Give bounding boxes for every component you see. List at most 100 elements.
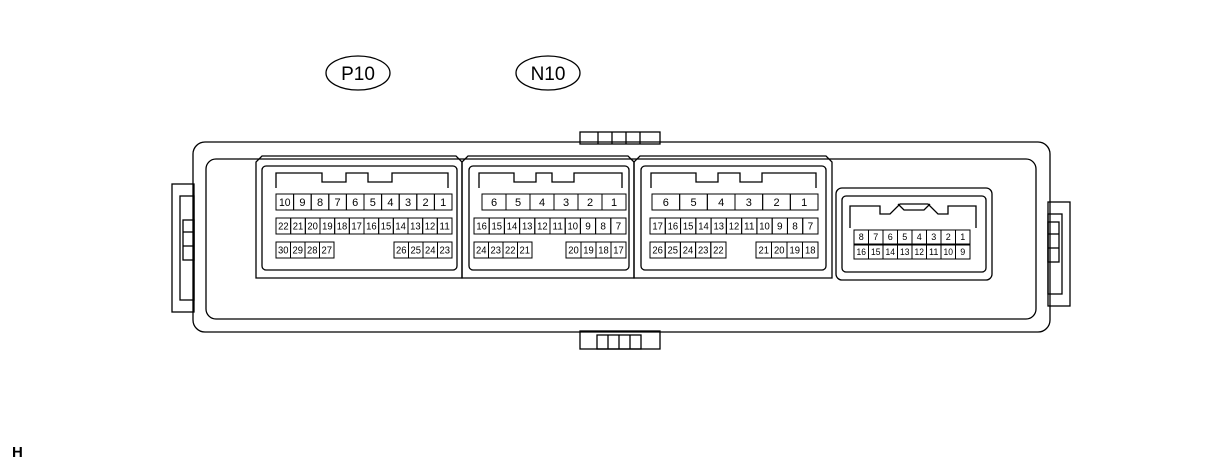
- pin-n10a-2: 2: [577, 193, 603, 211]
- pin-number: 14: [698, 222, 709, 233]
- pin-number: 4: [917, 232, 922, 242]
- pin-number: 19: [322, 222, 333, 233]
- ecu-housing-outer: [192, 141, 1051, 333]
- pin-small-5: 5: [897, 229, 913, 245]
- pin-number: 13: [900, 247, 909, 257]
- pin-n10a-17: 17: [610, 241, 627, 259]
- pin-p10-25: 25: [408, 241, 424, 259]
- pin-number: 7: [873, 232, 878, 242]
- pin-n10a-8: 8: [595, 217, 612, 235]
- pin-number: 19: [790, 246, 801, 257]
- pin-number: 4: [539, 197, 545, 209]
- bottom-lock-tab: [579, 330, 661, 350]
- pin-number: 24: [425, 246, 436, 257]
- pin-small-10: 10: [940, 244, 956, 260]
- pin-small-9: 9: [955, 244, 971, 260]
- pin-n10a-3: 3: [553, 193, 579, 211]
- pin-number: 9: [585, 222, 591, 233]
- pin-number: 3: [563, 197, 569, 209]
- pin-p10-30: 30: [275, 241, 291, 259]
- pin-small-16: 16: [853, 244, 869, 260]
- pin-n10b-22: 22: [710, 241, 727, 259]
- pin-number: 27: [322, 246, 333, 257]
- pin-number: 14: [886, 247, 895, 257]
- pin-number: 1: [611, 197, 617, 209]
- pin-n10a-4: 4: [529, 193, 555, 211]
- pin-small-12: 12: [911, 244, 927, 260]
- pin-number: 20: [307, 222, 318, 233]
- pin-n10b-12: 12: [725, 217, 743, 235]
- label-n10: N10: [515, 55, 581, 91]
- pin-number: 10: [944, 247, 953, 257]
- pin-small-7: 7: [868, 229, 884, 245]
- pin-p10-21: 21: [290, 217, 306, 235]
- pin-number: 19: [583, 246, 594, 257]
- pin-p10-1: 1: [433, 193, 453, 211]
- pin-number: 17: [351, 222, 362, 233]
- pin-number: 6: [888, 232, 893, 242]
- pin-n10b-20: 20: [771, 241, 788, 259]
- pin-small-13: 13: [897, 244, 913, 260]
- pin-number: 22: [278, 222, 289, 233]
- pin-number: 13: [410, 222, 421, 233]
- pin-number: 7: [335, 197, 341, 209]
- pin-n10b-7: 7: [802, 217, 819, 235]
- pin-number: 6: [491, 197, 497, 209]
- pin-number: 12: [425, 222, 436, 233]
- pin-number: 25: [411, 246, 422, 257]
- socket-n10-b: [633, 155, 833, 279]
- pin-number: 11: [929, 247, 938, 257]
- pin-n10b-25: 25: [664, 241, 681, 259]
- pin-number: 3: [746, 197, 752, 209]
- pin-number: 20: [568, 246, 579, 257]
- pin-number: 9: [299, 197, 305, 209]
- pin-number: 6: [663, 197, 669, 209]
- pin-p10-29: 29: [290, 241, 306, 259]
- pin-n10a-24: 24: [473, 241, 489, 259]
- pin-p10-22: 22: [275, 217, 292, 235]
- pin-p10-9: 9: [293, 193, 312, 211]
- pin-number: 11: [439, 222, 450, 233]
- pin-number: 16: [668, 222, 679, 233]
- pin-n10a-11: 11: [549, 217, 566, 235]
- pin-p10-2: 2: [416, 193, 435, 211]
- pin-number: 11: [744, 222, 755, 233]
- pin-number: 15: [871, 247, 880, 257]
- pin-n10b-24: 24: [679, 241, 697, 259]
- pin-number: 23: [440, 246, 451, 257]
- pin-number: 21: [520, 246, 531, 257]
- socket-small: [835, 187, 993, 281]
- pin-small-1: 1: [955, 229, 971, 245]
- pin-number: 8: [859, 232, 864, 242]
- pin-small-2: 2: [940, 229, 956, 245]
- pin-n10a-20: 20: [565, 241, 582, 259]
- svg-text:P10: P10: [341, 64, 375, 85]
- pin-p10-12: 12: [422, 217, 438, 235]
- pin-small-14: 14: [882, 244, 898, 260]
- pin-n10a-1: 1: [601, 193, 627, 211]
- pin-number: 4: [718, 197, 724, 209]
- pin-number: 18: [598, 246, 609, 257]
- pin-n10b-2: 2: [762, 193, 791, 211]
- pin-number: 6: [352, 197, 358, 209]
- pin-number: 5: [690, 197, 696, 209]
- pin-p10-3: 3: [398, 193, 418, 211]
- pin-number: 26: [396, 246, 407, 257]
- pin-number: 13: [713, 222, 724, 233]
- pin-n10b-23: 23: [695, 241, 712, 259]
- pin-number: 8: [317, 197, 323, 209]
- pin-n10b-8: 8: [786, 217, 804, 235]
- pin-small-3: 3: [926, 229, 942, 245]
- pin-p10-7: 7: [328, 193, 347, 211]
- pin-number: 15: [381, 222, 392, 233]
- pin-number: 10: [279, 197, 291, 209]
- pin-number: 20: [774, 246, 785, 257]
- pin-number: 22: [505, 246, 516, 257]
- pin-n10a-9: 9: [579, 217, 597, 235]
- pin-number: 21: [759, 246, 770, 257]
- pin-n10a-6: 6: [481, 193, 507, 211]
- pin-n10a-15: 15: [488, 217, 505, 235]
- pin-number: 24: [683, 246, 694, 257]
- pin-number: 8: [792, 222, 798, 233]
- pin-number: 15: [683, 222, 694, 233]
